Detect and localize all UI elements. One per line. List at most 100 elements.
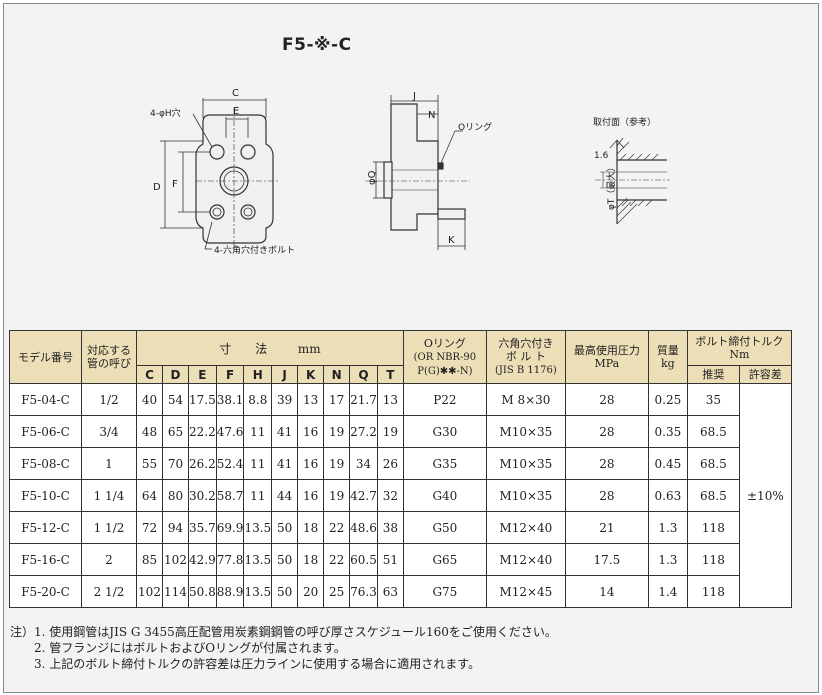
header-model: モデル番号 <box>9 330 82 384</box>
dim-c-cell: 85 <box>136 543 163 576</box>
dim-d-cell: 114 <box>162 575 189 608</box>
bolt-cell: M10×35 <box>485 415 566 448</box>
dim-n-cell: 19 <box>323 447 351 480</box>
header-j: J <box>271 365 299 384</box>
dim-t-cell: 63 <box>376 575 404 608</box>
dim-f-cell: 58.7 <box>215 479 245 512</box>
mounting-face-caption: 取付面（参考） <box>593 116 656 128</box>
dim-d-cell: 54 <box>162 383 189 416</box>
note-1: 注）1. 使用鋼管はJIS G 3455高圧配管用炭素鋼鋼管の呼び厚さスケジュー… <box>10 625 557 639</box>
oring-cell: G75 <box>402 575 487 608</box>
dim-c-cell: 72 <box>136 511 163 544</box>
page-title: F5-※-C <box>282 35 352 55</box>
dim-d-cell: 70 <box>162 447 189 480</box>
dim-k-cell: 16 <box>297 447 325 480</box>
dim-q-label: φQ <box>367 170 378 185</box>
oring-cell: G35 <box>402 447 487 480</box>
dim-c-cell: 102 <box>136 575 163 608</box>
header-k: K <box>297 365 325 384</box>
front-view <box>195 108 280 250</box>
dim-f-label: F <box>172 179 178 190</box>
dim-q-cell: 34 <box>349 447 378 480</box>
model-cell: F5-20-C <box>9 575 82 608</box>
surface-finish-label: 1.6 <box>594 151 609 161</box>
oring-callout: Oリング <box>458 121 492 133</box>
mounting-face-view <box>595 137 670 225</box>
dim-t-label: φT（最大） <box>605 163 617 210</box>
dim-j-cell: 39 <box>271 383 299 416</box>
dim-f-cell: 52.4 <box>215 447 245 480</box>
dim-c-cell: 55 <box>136 447 163 480</box>
dim-h-cell: 8.8 <box>243 383 273 416</box>
tolerance-cell: ±10% <box>738 383 792 608</box>
oring-cell: P22 <box>402 383 487 416</box>
nominal-size-cell: 1 1/4 <box>81 479 137 512</box>
dim-n-label: N <box>428 110 435 121</box>
torque-cell: 118 <box>686 511 740 544</box>
dim-t-cell: 38 <box>376 511 404 544</box>
dim-k-cell: 18 <box>297 543 325 576</box>
nominal-size-cell: 3/4 <box>81 415 137 448</box>
model-cell: F5-06-C <box>9 415 82 448</box>
dim-k-cell: 13 <box>297 383 325 416</box>
dim-q-cell: 42.7 <box>349 479 378 512</box>
nominal-size-cell: 1 1/2 <box>81 511 137 544</box>
bolt-cell: M10×35 <box>485 479 566 512</box>
mass-cell: 1.4 <box>647 575 688 608</box>
torque-cell: 68.5 <box>686 415 740 448</box>
header-e: E <box>188 365 217 384</box>
dim-f-cell: 88.9 <box>215 575 245 608</box>
notes: 注）1. 使用鋼管はJIS G 3455高圧配管用炭素鋼鋼管の呼び厚さスケジュー… <box>10 624 557 672</box>
dim-k-cell: 20 <box>297 575 325 608</box>
dim-h-cell: 13.5 <box>243 543 273 576</box>
dim-k-cell: 16 <box>297 479 325 512</box>
dim-q-cell: 48.6 <box>349 511 378 544</box>
bolt-cell: M10×35 <box>485 447 566 480</box>
pressure-cell: 21 <box>564 511 649 544</box>
dim-f-cell: 77.8 <box>215 543 245 576</box>
model-cell: F5-10-C <box>9 479 82 512</box>
header-h: H <box>243 365 273 384</box>
dim-j-label: J <box>412 91 416 102</box>
dim-k-cell: 18 <box>297 511 325 544</box>
bolt-cell: M12×40 <box>485 543 566 576</box>
header-recommended: 推奨 <box>686 365 740 384</box>
model-cell: F5-12-C <box>9 511 82 544</box>
nominal-size-cell: 2 <box>81 543 137 576</box>
dim-j-cell: 41 <box>271 447 299 480</box>
dim-e-cell: 42.9 <box>188 543 217 576</box>
dim-j-cell: 44 <box>271 479 299 512</box>
note-2: 2. 管フランジにはボルトおよびOリングが付属されます。 <box>10 641 346 655</box>
dim-n-cell: 25 <box>323 575 351 608</box>
header-bolt: 六角穴付きボ ル ト(JIS B 1176) <box>485 330 566 384</box>
header-dimensions: 寸 法 mm <box>136 330 404 366</box>
dim-f-cell: 38.1 <box>215 383 245 416</box>
header-d: D <box>162 365 189 384</box>
dim-c-cell: 48 <box>136 415 163 448</box>
dim-e-cell: 26.2 <box>188 447 217 480</box>
dim-e-label: E <box>233 106 239 117</box>
dim-t-cell: 26 <box>376 447 404 480</box>
dim-n-cell: 17 <box>323 383 351 416</box>
pressure-cell: 28 <box>564 447 649 480</box>
mass-cell: 0.45 <box>647 447 688 480</box>
dim-d-cell: 80 <box>162 479 189 512</box>
dim-d-cell: 94 <box>162 511 189 544</box>
dim-h-cell: 13.5 <box>243 511 273 544</box>
bolt-cell: M12×45 <box>485 575 566 608</box>
header-t: T <box>376 365 404 384</box>
model-cell: F5-04-C <box>9 383 82 416</box>
dim-h-cell: 11 <box>243 479 273 512</box>
model-cell: F5-16-C <box>9 543 82 576</box>
dim-n-cell: 19 <box>323 415 351 448</box>
bolt-cell: M12×40 <box>485 511 566 544</box>
hole-callout: 4-φH穴 <box>150 107 181 119</box>
dim-n-cell: 19 <box>323 479 351 512</box>
pressure-cell: 14 <box>564 575 649 608</box>
